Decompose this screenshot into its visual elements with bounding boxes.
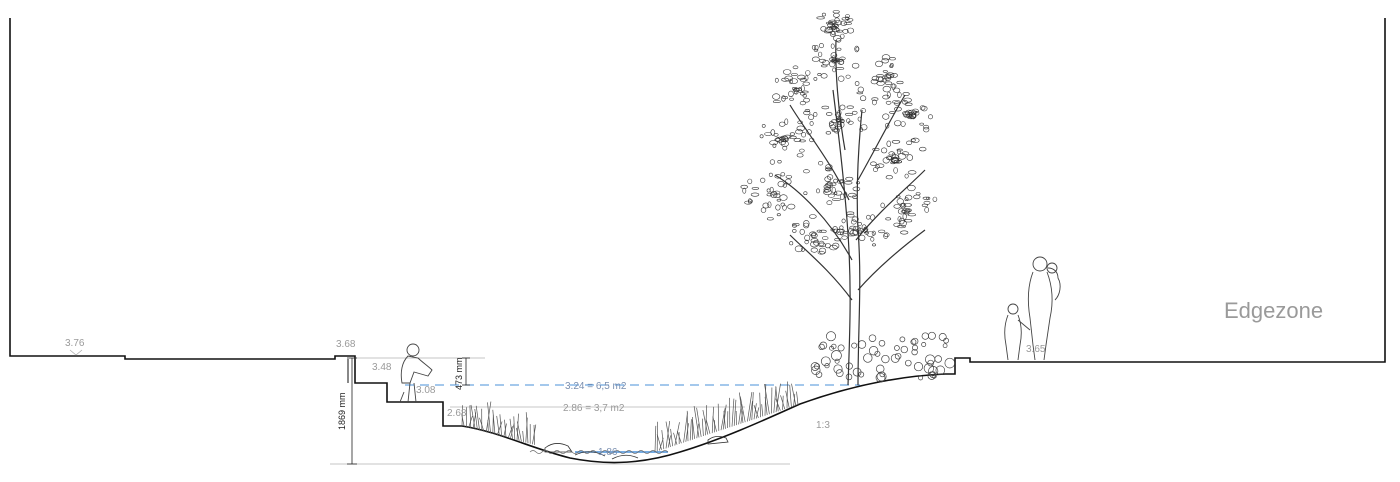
- dimension-freeboard-label: 473 mm: [454, 357, 464, 390]
- tree-foliage: [740, 10, 938, 255]
- zone-title: Edgezone: [1224, 298, 1323, 323]
- level-step-lower: 2.68: [447, 408, 467, 419]
- shrub-cluster: [810, 331, 956, 383]
- water-level-mid-label: 2.86 = 3,7 m2: [563, 403, 625, 414]
- water-level-high-label: 3.24 = 6,5 m2: [565, 381, 627, 392]
- dimension-freeboard: [462, 357, 470, 386]
- tree: [740, 10, 938, 386]
- level-step-mid: 3.08: [416, 385, 436, 396]
- riverbed-stones: [544, 436, 729, 460]
- reed-grass-left: [461, 401, 537, 445]
- reed-grass-right: [654, 381, 799, 453]
- level-step-upper: 3.48: [372, 362, 392, 373]
- water-level-low-label: 1.86: [598, 447, 618, 458]
- level-left-ground: 3.76: [65, 338, 85, 349]
- person-sitting: [399, 343, 433, 403]
- riverbed-gravel: [529, 450, 669, 454]
- level-marker-left: [69, 349, 83, 356]
- level-right-ground: 3.65: [1026, 344, 1046, 355]
- ground-profile-line: [9, 18, 1386, 464]
- tree-trunk: [774, 39, 926, 386]
- dimension-total-depth-label: 1869 mm: [337, 392, 347, 430]
- slope-ratio-label: 1:3: [816, 420, 830, 431]
- level-wall-top: 3.68: [336, 339, 356, 350]
- dimension-total-depth: [347, 357, 357, 465]
- people-walking: [1004, 256, 1061, 361]
